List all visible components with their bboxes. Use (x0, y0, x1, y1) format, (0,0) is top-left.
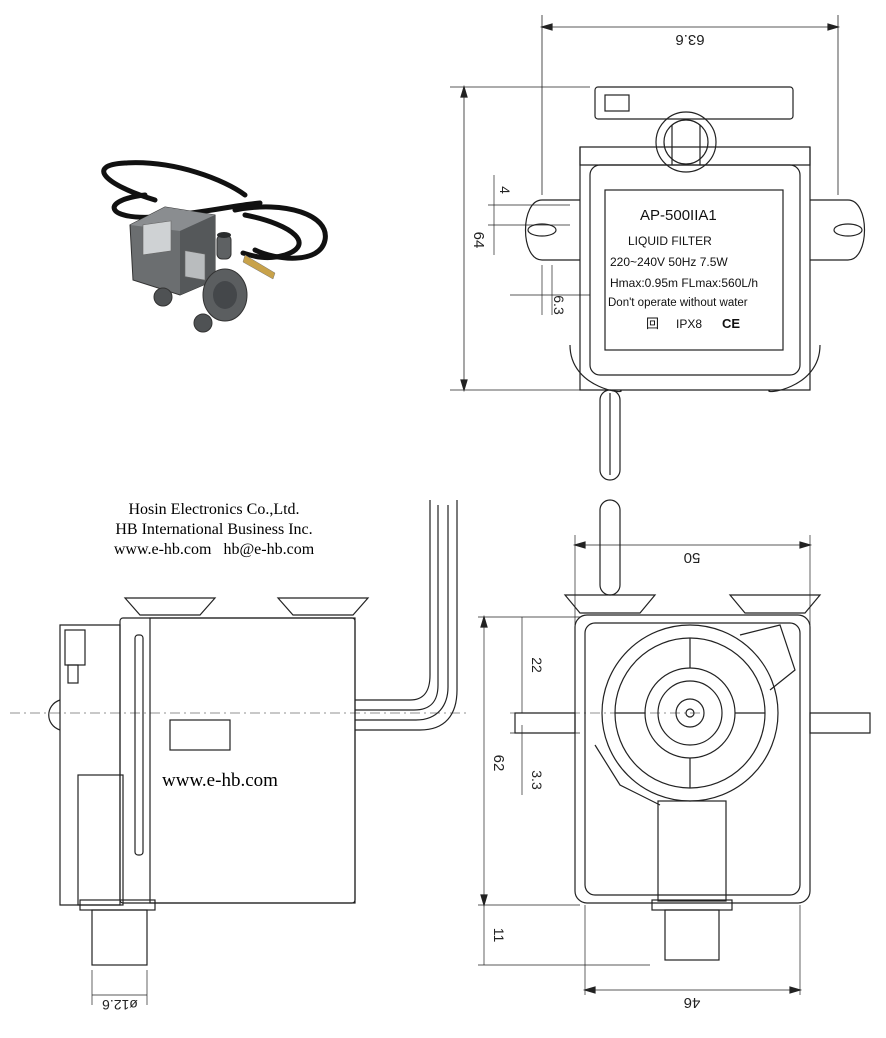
pump-photo (101, 160, 328, 333)
top-view-drawing: 63.6 64 4 6.3 (450, 15, 865, 481)
website-watermark: www.e-hb.com (162, 770, 278, 791)
dim-front-width: 50 (684, 549, 701, 566)
company-info: Hosin Electronics Co.,Ltd. HB Internatio… (94, 500, 334, 560)
company-name: Hosin Electronics Co.,Ltd. (128, 501, 300, 518)
dim-outlet-length: 11 (491, 928, 507, 943)
label-model: AP-500IIA1 (640, 207, 717, 224)
label-plate: AP-500IIA1 LIQUID FILTER 220~240V 50Hz 7… (608, 207, 758, 331)
power-cable (101, 160, 328, 261)
dim-outlet-diameter: ø12.6 (102, 997, 138, 1013)
pump-body (129, 206, 276, 333)
label-power: 220~240V 50Hz 7.5W (610, 255, 728, 269)
top-body-outline (525, 86, 865, 481)
label-ip-rating: IPX8 (676, 317, 702, 331)
dim-mount-slot: 6.3 (551, 295, 567, 315)
dim-bottom-width: 46 (684, 994, 701, 1011)
label-ce-mark: CE (722, 316, 740, 331)
label-warning: Don't operate without water (608, 297, 748, 309)
label-type: LIQUID FILTER (628, 234, 712, 248)
dim-mount-thickness: 3.3 (529, 770, 545, 790)
dim-intake-offset: 22 (529, 657, 545, 673)
company-contact: www.e-hb.com hb@e-hb.com (113, 541, 315, 558)
front-body-outline (514, 499, 871, 961)
dim-mount-offset: 4 (497, 186, 513, 194)
side-view-drawing: ø12.6 (10, 500, 470, 1013)
front-view-drawing: 50 62 22 3.3 11 46 (478, 499, 871, 1011)
label-class-symbol: 回 (646, 316, 659, 331)
dim-front-height: 62 (490, 755, 507, 772)
dim-top-width: 63.6 (675, 31, 704, 48)
dim-top-height: 64 (470, 232, 487, 249)
company-subsidiary: HB International Business Inc. (115, 521, 313, 538)
label-performance: Hmax:0.95m FLmax:560L/h (610, 276, 758, 290)
